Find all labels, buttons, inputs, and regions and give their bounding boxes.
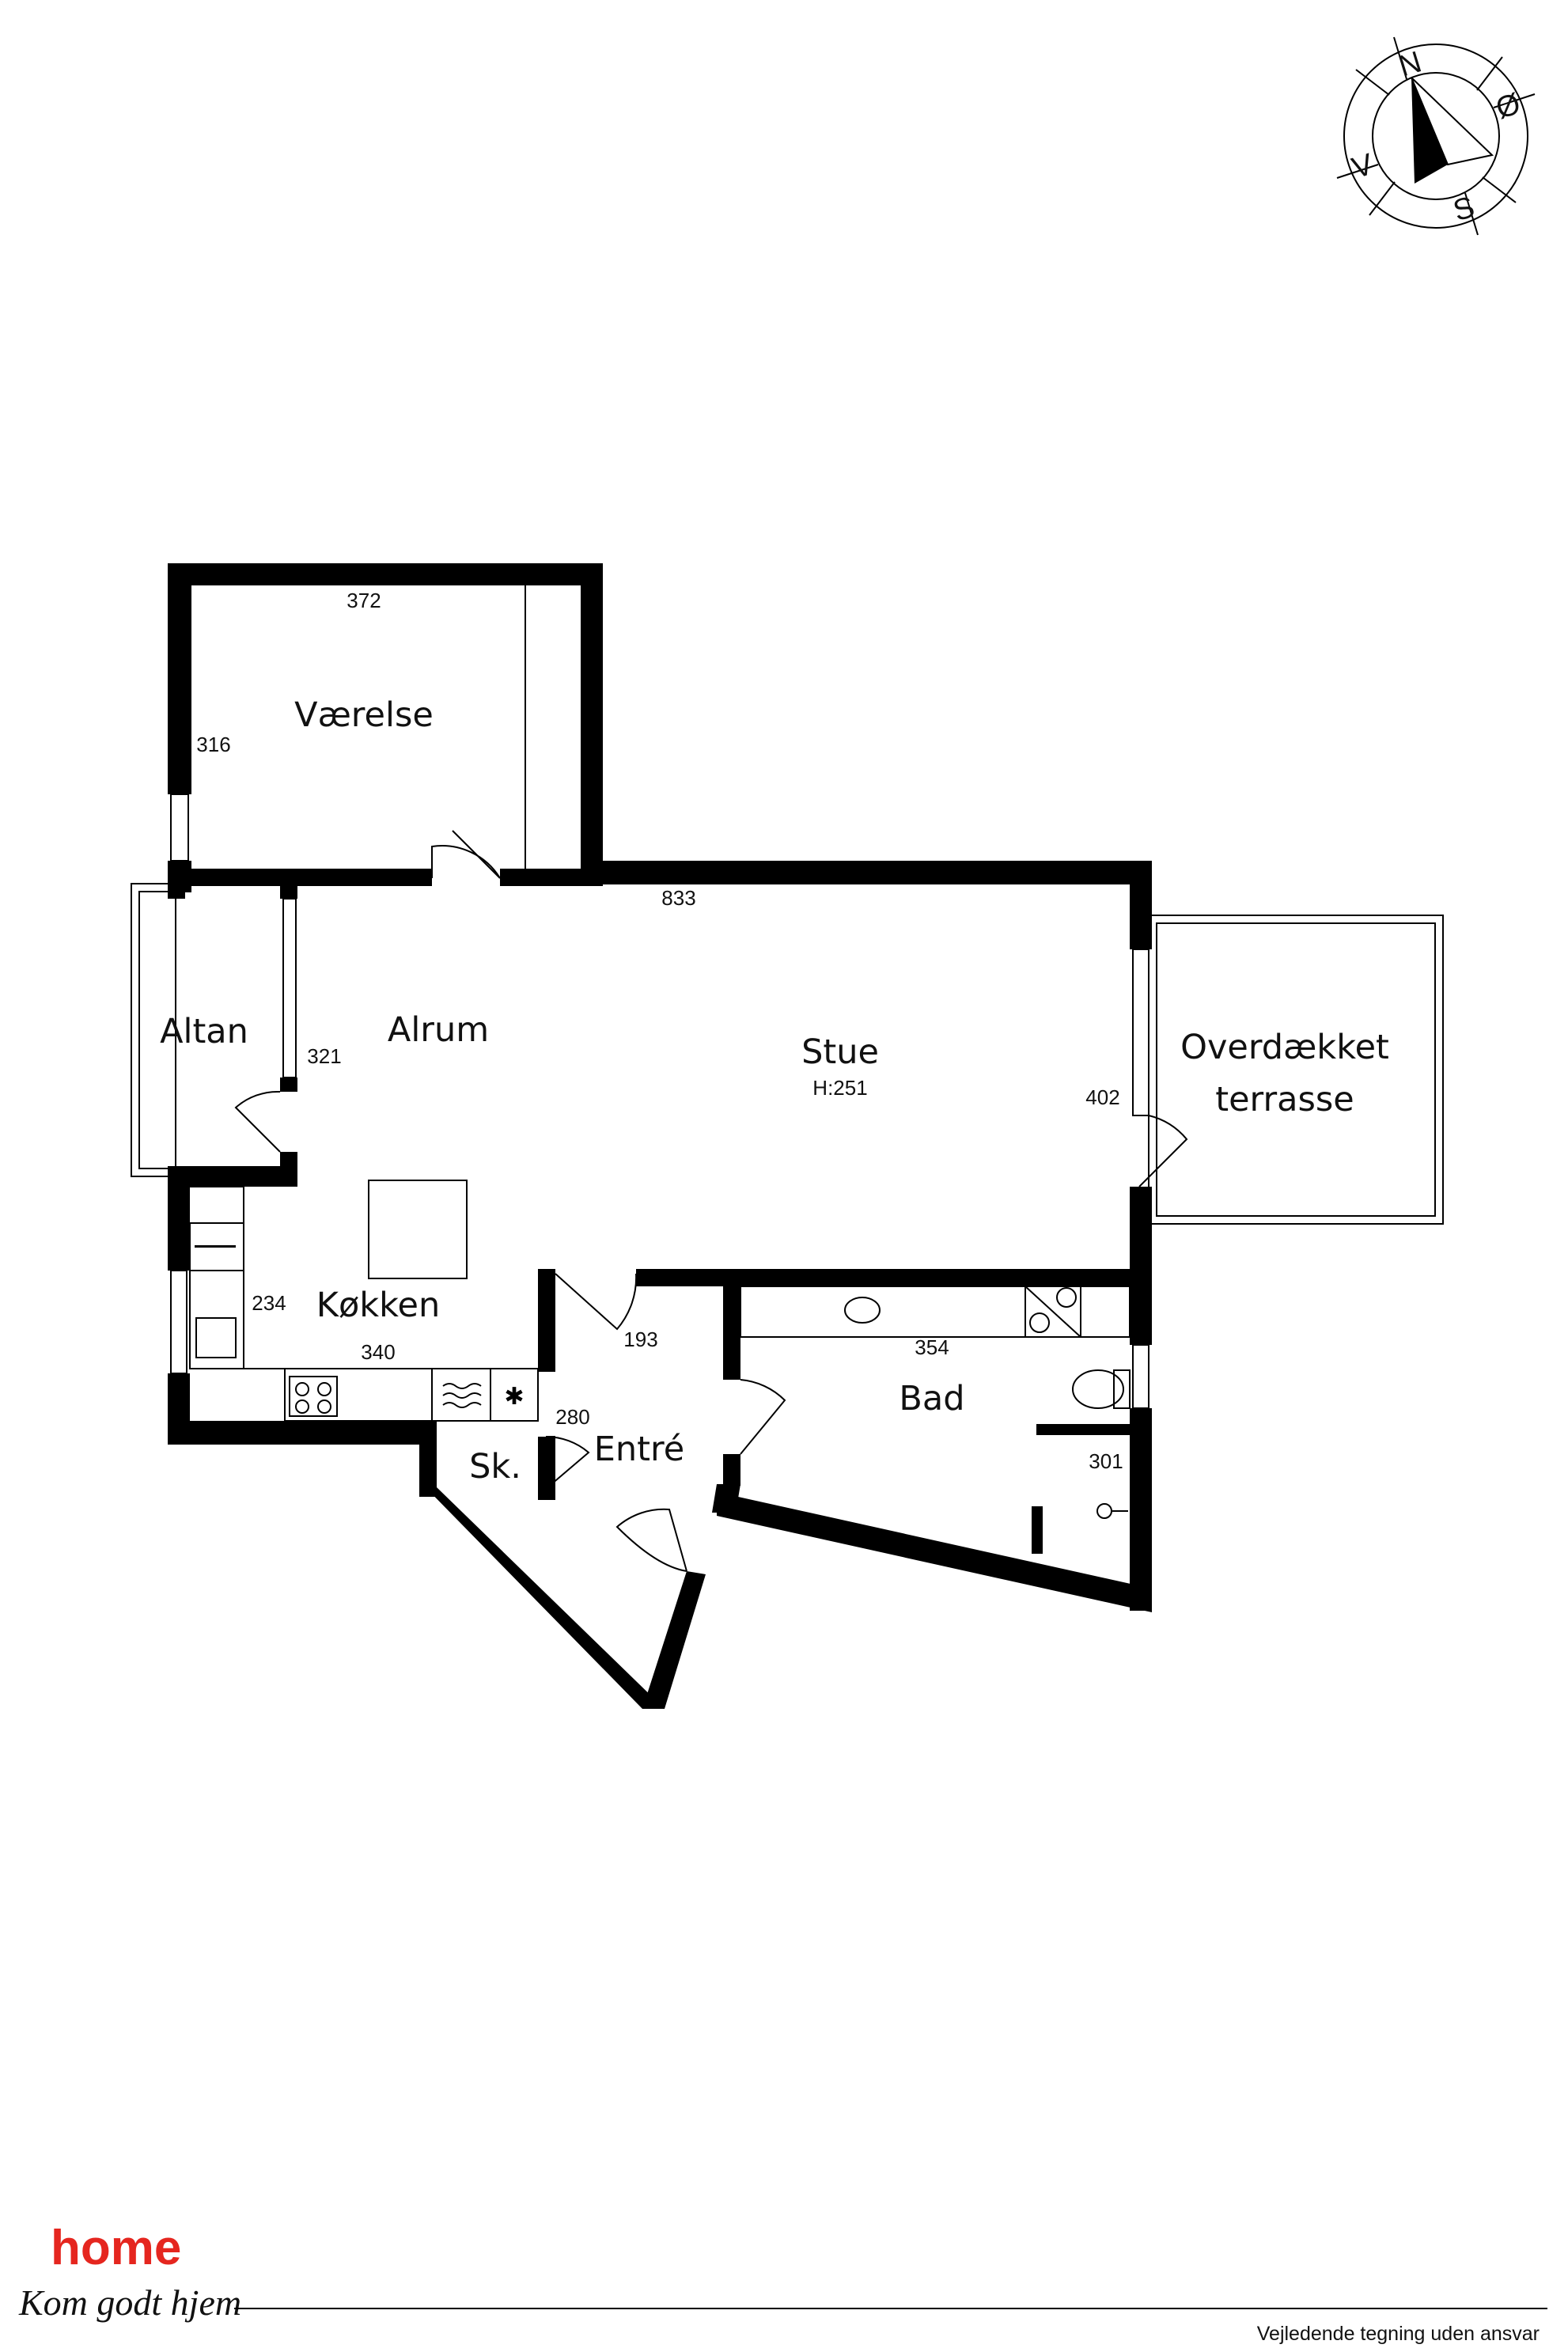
svg-text:✱: ✱: [504, 1383, 524, 1411]
dim-koekken-depth: 234: [252, 1291, 286, 1315]
room-terrasse-line2: terrasse: [1215, 1080, 1354, 1119]
terrasse-outline: [1148, 915, 1444, 1225]
dim-bad-depth: 301: [1089, 1449, 1123, 1473]
room-altan: Altan: [160, 1012, 248, 1051]
dim-bad-width: 354: [915, 1335, 949, 1359]
doors: [234, 830, 1188, 1572]
room-stue-height: H:251: [812, 1076, 867, 1100]
brand-name: home: [51, 2221, 181, 2275]
room-koekken: Køkken: [316, 1286, 440, 1325]
dim-vaerelse-depth: 316: [196, 733, 230, 756]
toilet-icon: [1072, 1369, 1124, 1409]
kitchen-island: [368, 1180, 468, 1279]
shower-icon: [1096, 1503, 1112, 1519]
cooktop-icon: [289, 1376, 338, 1417]
bathroom-fixtures: [740, 1286, 1131, 1519]
dim-entre-depth: 280: [555, 1405, 589, 1429]
dim-stue-length: 833: [661, 886, 695, 910]
freezer-icon: [490, 1368, 539, 1422]
room-vaerelse: Værelse: [294, 695, 434, 735]
dim-entre-width: 193: [623, 1327, 657, 1351]
room-bad: Bad: [899, 1379, 964, 1418]
compass-south-label: S: [1449, 191, 1479, 229]
room-alrum: Alrum: [388, 1010, 489, 1050]
room-terrasse-line1: Overdækket: [1180, 1028, 1389, 1067]
room-entre: Entré: [594, 1430, 684, 1469]
washer-icon: [1025, 1286, 1081, 1338]
room-skab: Sk.: [469, 1447, 521, 1487]
brand-logo: home Kom godt hjem: [18, 2221, 241, 2323]
washbasin-icon: [844, 1297, 881, 1324]
oven-icon: [431, 1368, 491, 1422]
compass-needle-icon: [1411, 78, 1448, 184]
altan-outline: [131, 883, 176, 1177]
kitchen-fixtures: ✱: [189, 1180, 539, 1422]
footer-disclaimer: Vejledende tegning uden ansvar: [1257, 2323, 1540, 2345]
compass-rose: N Ø S V: [1336, 36, 1536, 236]
dim-stue-depth: 402: [1085, 1085, 1119, 1109]
brand-tagline: Kom godt hjem: [18, 2282, 241, 2323]
sink-icon: [195, 1317, 237, 1358]
dim-alrum-depth: 321: [307, 1044, 341, 1068]
windows: [170, 585, 1149, 1409]
dim-vaerelse-width: 372: [347, 589, 381, 612]
walls: [168, 563, 1152, 1709]
compass-north-label: N: [1395, 45, 1426, 83]
dim-koekken-width: 340: [361, 1340, 395, 1364]
room-stue: Stue: [801, 1032, 879, 1072]
